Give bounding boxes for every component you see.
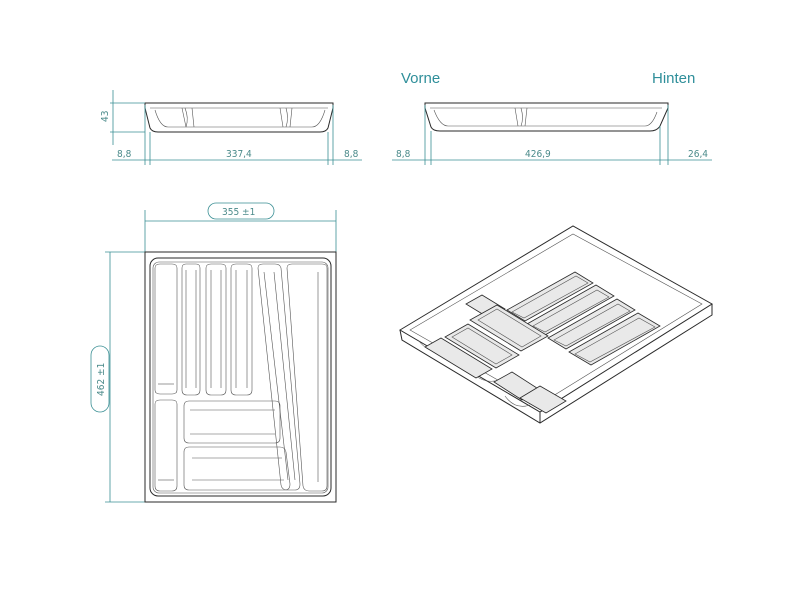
dim-side-height: 43 (100, 111, 111, 122)
dim-side-left-margin: 8,8 (117, 149, 132, 160)
side-elevation-view: 43 8,8 337,4 8,8 (100, 90, 362, 165)
plan-view: 355 ±1 462 ±1 (90, 202, 337, 503)
dim-side-right-margin: 8,8 (344, 149, 359, 160)
isometric-view (399, 225, 713, 424)
dim-depth-total: 462 ±1 (96, 363, 107, 396)
dim-front-right-margin: 26,4 (688, 149, 708, 160)
label-back: Hinten (652, 70, 695, 87)
dim-side-length: 337,4 (226, 149, 252, 160)
dim-front-length: 426,9 (525, 149, 551, 160)
dim-front-left-margin: 8,8 (396, 149, 411, 160)
dim-width-total: 355 ±1 (222, 207, 255, 218)
front-elevation-view: Vorne Hinten 8,8 426,9 26,4 (392, 70, 712, 165)
label-front: Vorne (401, 70, 440, 87)
